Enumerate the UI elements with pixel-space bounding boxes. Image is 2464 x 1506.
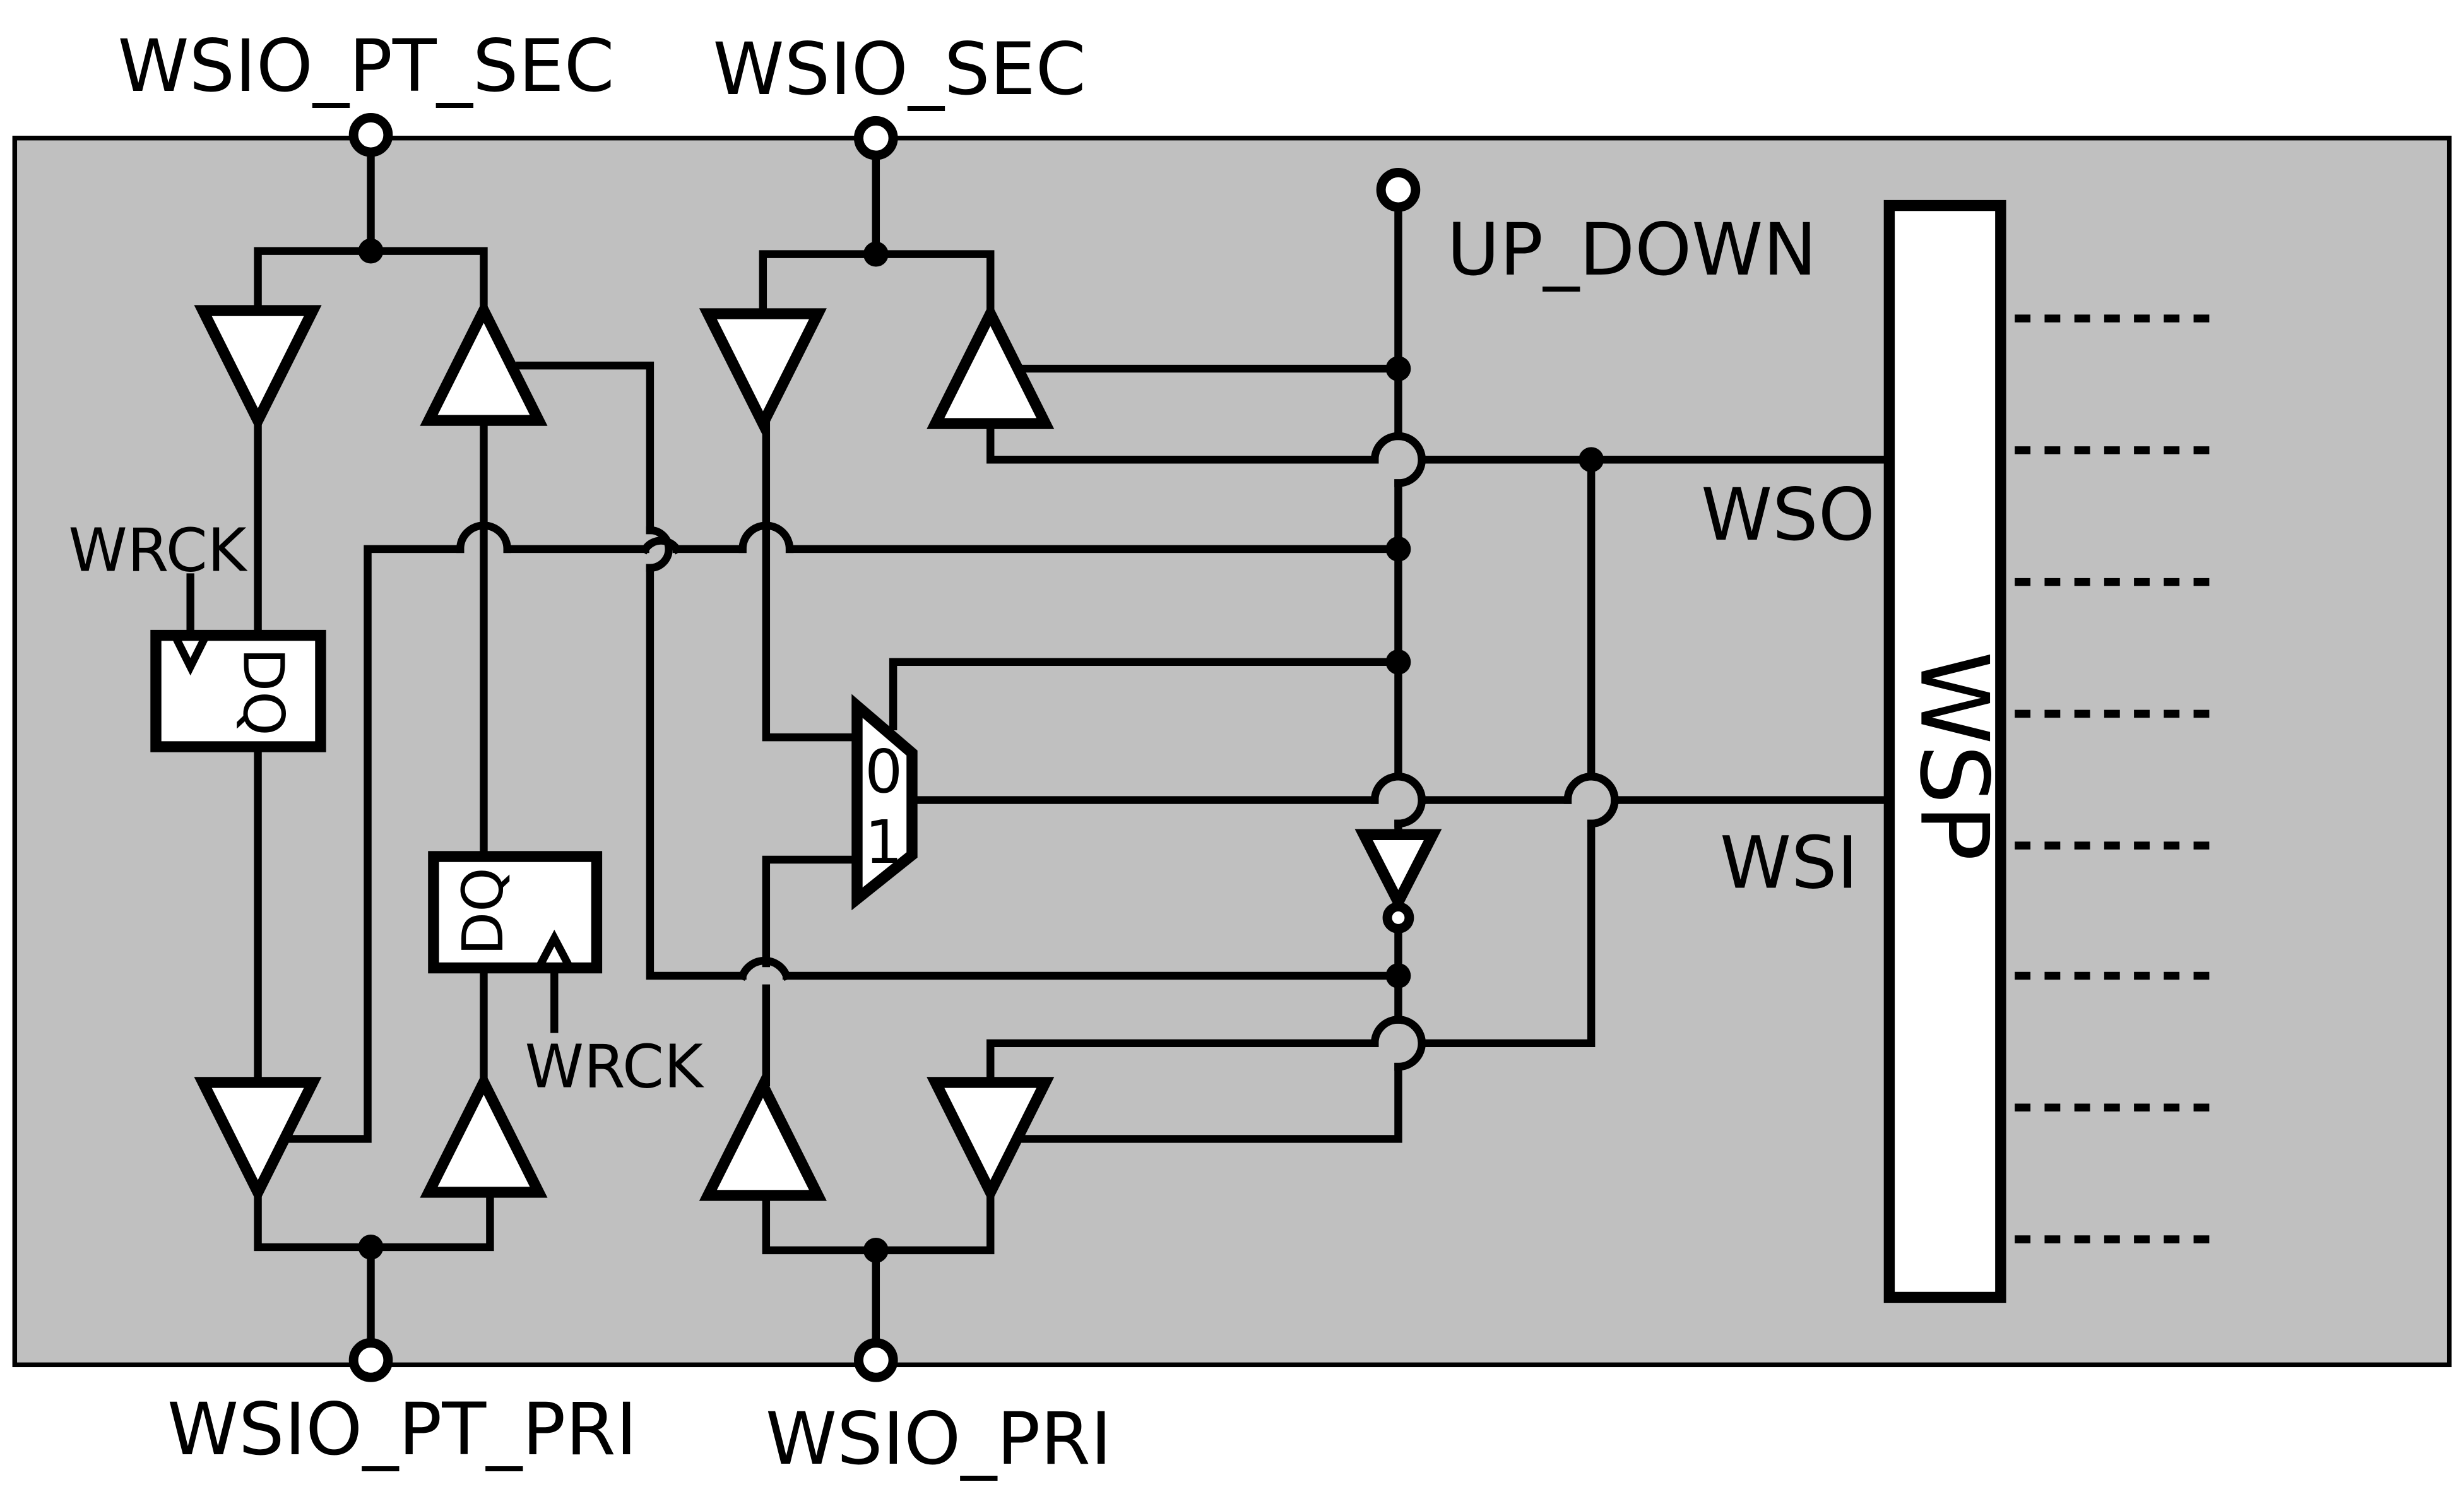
- buffer-up-left-top: [420, 298, 548, 426]
- buffer-down-left-top: [194, 305, 322, 433]
- buffer-down-right-bottom: [927, 1077, 1055, 1205]
- buffer-down-right-top: [699, 308, 827, 436]
- mux-input-1: 1: [865, 808, 903, 877]
- ff-left-label: DQ: [230, 648, 296, 735]
- label-wsio-pt-pri: WSIO_PT_PRI: [167, 1387, 637, 1471]
- label-wrck-left: WRCK: [68, 516, 247, 586]
- port-wsio-pri: [854, 1338, 898, 1382]
- inverter-bubble: [1382, 902, 1414, 934]
- flip-flop-right: DQ: [428, 851, 603, 974]
- label-wsio-pri: WSIO_PRI: [766, 1397, 1112, 1481]
- label-wsi: WSI: [1720, 821, 1858, 905]
- label-wsio-sec: WSIO_SEC: [713, 27, 1086, 111]
- mux-input-0: 0: [865, 737, 903, 807]
- port-up-down: [1376, 167, 1421, 212]
- ff-right-label: DQ: [451, 867, 516, 955]
- label-wsio-pt-sec: WSIO_PT_SEC: [118, 24, 615, 108]
- mux: 0 1: [851, 694, 918, 911]
- buffers: [194, 298, 1442, 1205]
- port-wsio-pt-sec: [348, 112, 393, 157]
- ports: [348, 112, 1421, 1382]
- label-wso: WSO: [1701, 473, 1875, 557]
- label-wrck-right: WRCK: [525, 1032, 704, 1101]
- wsp-block: WSP: [1883, 199, 2217, 1303]
- buffer-up-left-bottom: [420, 1070, 548, 1198]
- inverter-up-down: [1354, 829, 1442, 915]
- buffer-up-right-bottom: [699, 1073, 827, 1201]
- buffer-down-left-bottom: [194, 1077, 322, 1205]
- flip-flop-left: DQ: [150, 629, 326, 752]
- wsp-label: WSP: [1898, 651, 2008, 861]
- wsp-dashed-outputs: [2015, 314, 2217, 1243]
- buffer-up-right-top: [927, 301, 1055, 429]
- port-wsio-sec: [854, 116, 898, 160]
- label-up-down: UP_DOWN: [1447, 208, 1817, 292]
- port-wsio-pt-pri: [348, 1338, 393, 1382]
- junctions: [358, 238, 1604, 1263]
- wrapper-enclosure: [12, 135, 2452, 1368]
